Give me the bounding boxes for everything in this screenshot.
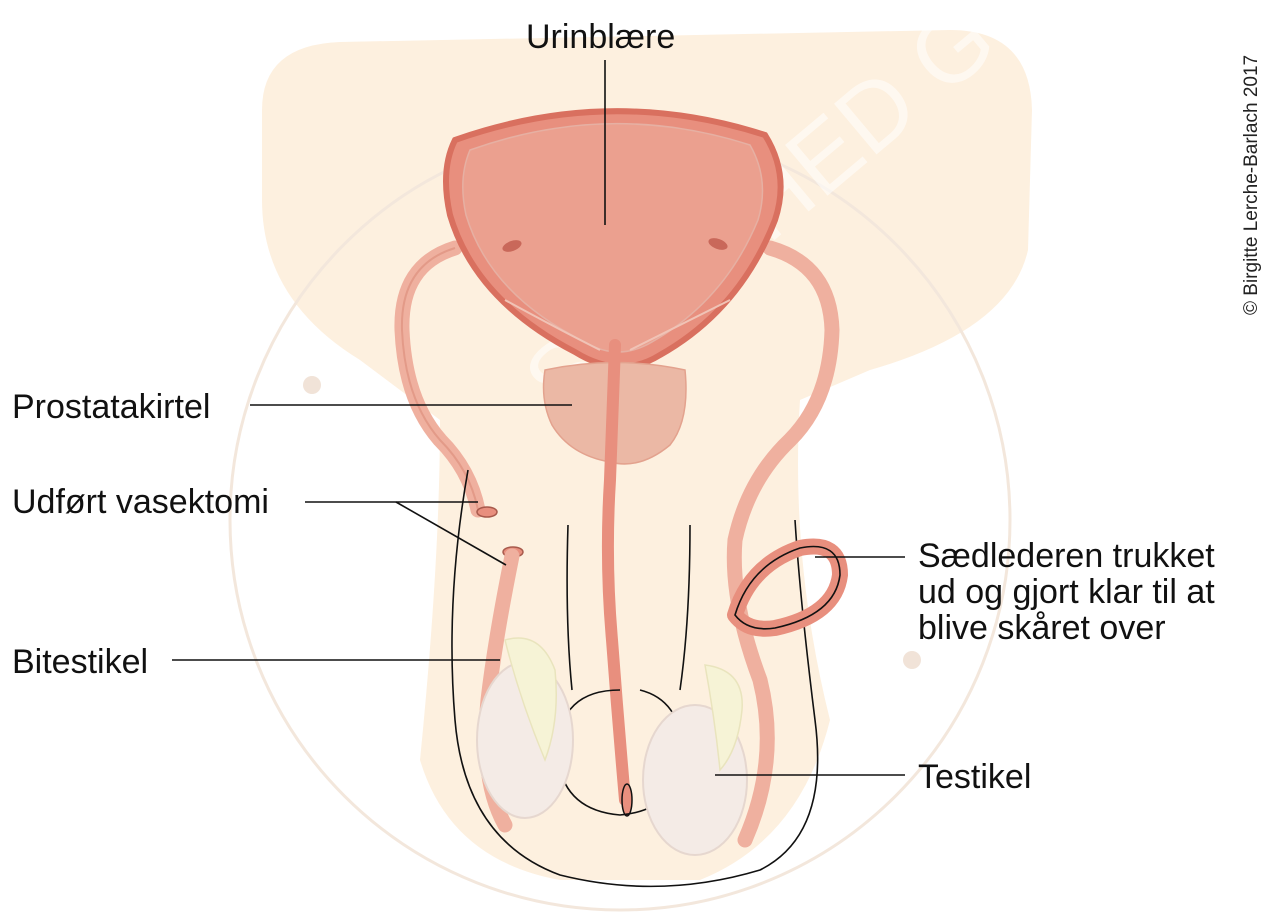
- label-vasectomy: Udført vasektomi: [12, 483, 269, 521]
- label-testicle: Testikel: [918, 758, 1031, 796]
- label-vas-pulled-line1: Sædlederen trukket: [918, 537, 1215, 575]
- label-vas-pulled-line3: blive skåret over: [918, 609, 1166, 647]
- vas-cut-end-upper: [477, 507, 497, 517]
- watermark-dot-right: [903, 651, 921, 669]
- label-prostate: Prostatakirtel: [12, 388, 210, 426]
- copyright-text: © Birgitte Lerche-Barlach 2017: [1241, 55, 1262, 315]
- label-epididymis: Bitestikel: [12, 643, 148, 681]
- label-bladder: Urinblære: [526, 18, 675, 56]
- watermark-dot-left: [303, 376, 321, 394]
- urethra-opening: [622, 784, 632, 816]
- label-vas-pulled-line2: ud og gjort klar til at: [918, 573, 1215, 611]
